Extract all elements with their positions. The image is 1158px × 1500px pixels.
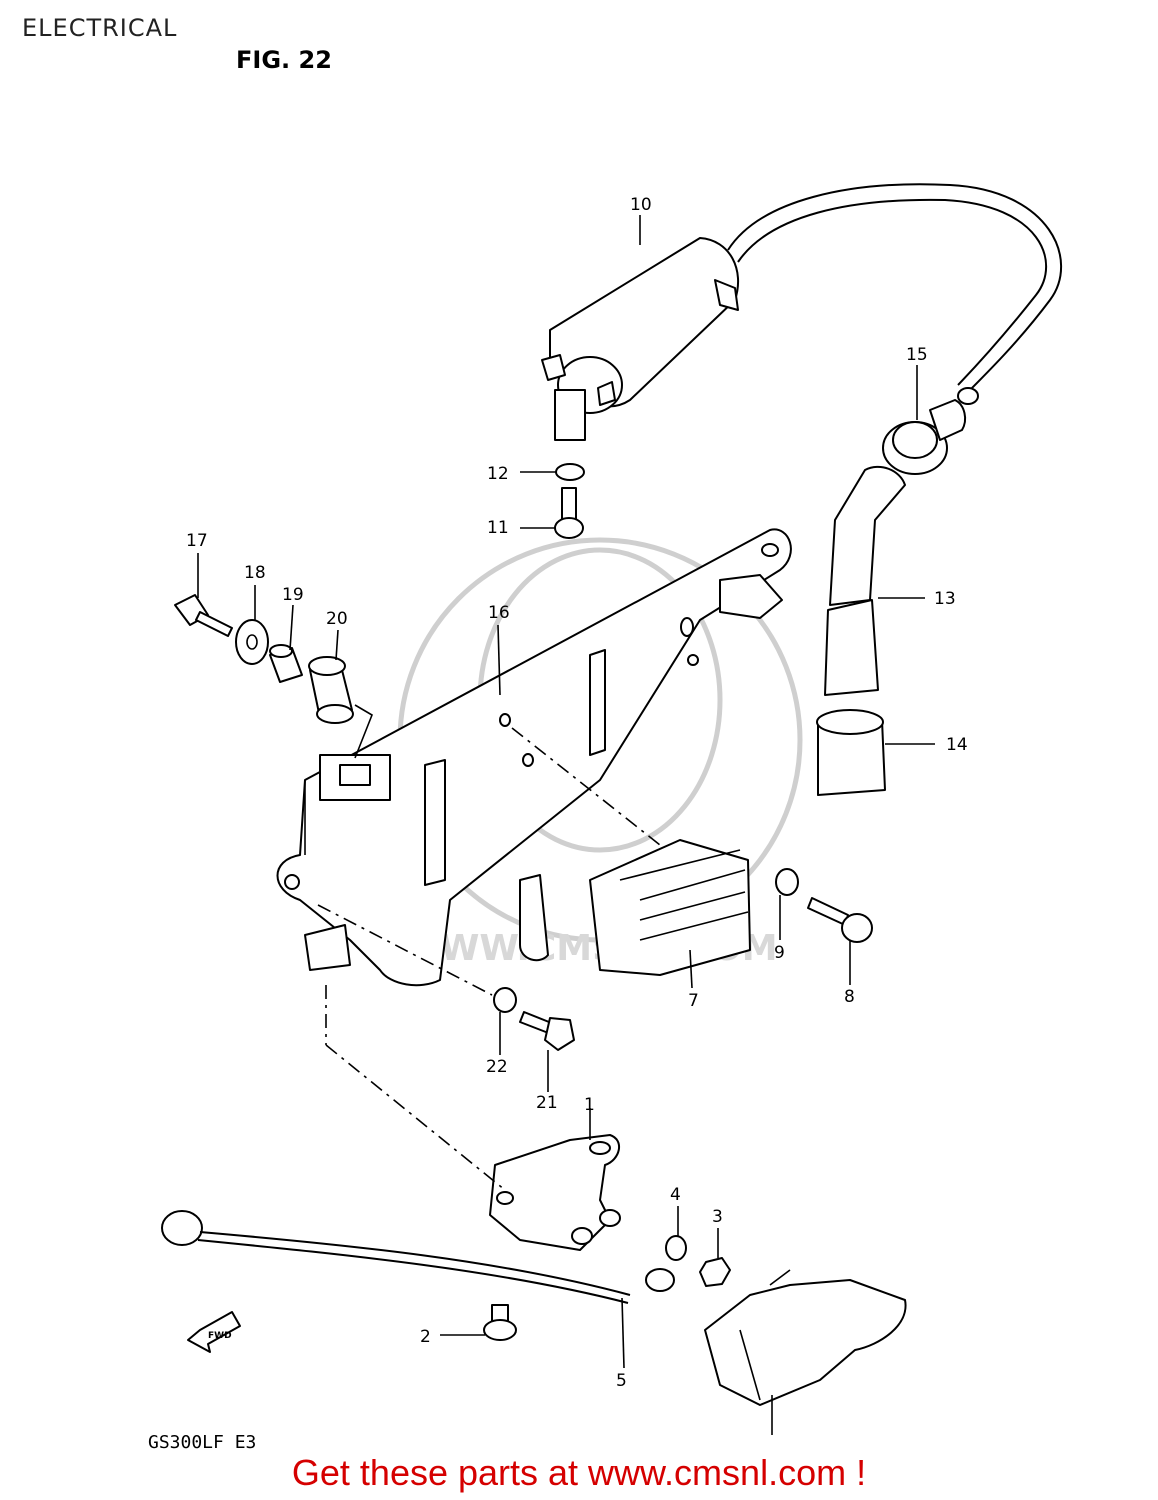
leader-lines xyxy=(197,215,935,1435)
part-number-label: 14 xyxy=(946,735,968,755)
part-number-label: 5 xyxy=(616,1371,627,1391)
model-code-label: GS300LF E3 xyxy=(148,1432,257,1453)
part-number-label: 3 xyxy=(712,1207,723,1227)
part-number-label: 9 xyxy=(774,943,785,963)
bolt-part-17 xyxy=(174,594,233,637)
grommet-part-15 xyxy=(882,399,967,475)
footer-link-text[interactable]: Get these parts at www.cmsnl.com ! xyxy=(291,1452,867,1493)
forward-label: FWD xyxy=(208,1331,232,1341)
part-number-label: 7 xyxy=(688,991,699,1011)
bolt-part-8 xyxy=(807,897,873,943)
part-number-label: 16 xyxy=(488,603,510,623)
washer-part-12 xyxy=(555,463,585,481)
part-number-label: 22 xyxy=(486,1057,508,1077)
collar-part-19 xyxy=(269,644,303,683)
screw-part-11 xyxy=(554,487,584,539)
cover-part-6 xyxy=(704,1269,907,1406)
exploded-parts-diagram: WWW.CMSNL.COM xyxy=(161,183,1063,1435)
part-number-label: 17 xyxy=(186,531,208,551)
part-number-label: 21 xyxy=(536,1093,558,1113)
page-title: ELECTRICAL xyxy=(22,14,178,42)
part-number-label: 18 xyxy=(244,563,266,583)
part-number-label: 20 xyxy=(326,609,348,629)
part-number-label: 10 xyxy=(630,195,652,215)
bolt-part-21 xyxy=(519,1011,575,1051)
part-number-label: 11 xyxy=(487,518,509,538)
ignition-coil-part-10 xyxy=(541,183,1063,441)
part-number-label: 15 xyxy=(906,345,928,365)
nut-part-3 xyxy=(699,1257,731,1287)
cushion-part-20 xyxy=(308,656,354,724)
washer-part-4 xyxy=(665,1235,687,1261)
starter-cable-part-5 xyxy=(161,1210,675,1304)
plug-cap-part-13 xyxy=(824,465,906,696)
part-number-label: 2 xyxy=(420,1327,431,1347)
part-number-label: 4 xyxy=(670,1185,681,1205)
cap-part-14 xyxy=(816,709,886,796)
part-number-label: 13 xyxy=(934,589,956,609)
washer-part-9 xyxy=(775,868,799,896)
part-number-label: 12 xyxy=(487,464,509,484)
starter-relay-part-1 xyxy=(489,1134,621,1251)
washer-part-22 xyxy=(493,987,517,1013)
figure-label: FIG. 22 xyxy=(236,46,332,74)
part-number-label: 8 xyxy=(844,987,855,1007)
bolt-part-2 xyxy=(483,1304,517,1341)
part-number-label: 1 xyxy=(584,1095,595,1115)
washer-part-18 xyxy=(235,619,269,665)
regulator-rectifier-part-7 xyxy=(589,839,751,976)
bracket-part-16 xyxy=(276,528,792,987)
part-number-labels: 1 2 3 4 5 6 7 8 9 10 11 12 13 14 15 16 1… xyxy=(186,195,968,1391)
part-number-label: 19 xyxy=(282,585,304,605)
forward-direction-arrow: FWD xyxy=(187,1311,241,1353)
